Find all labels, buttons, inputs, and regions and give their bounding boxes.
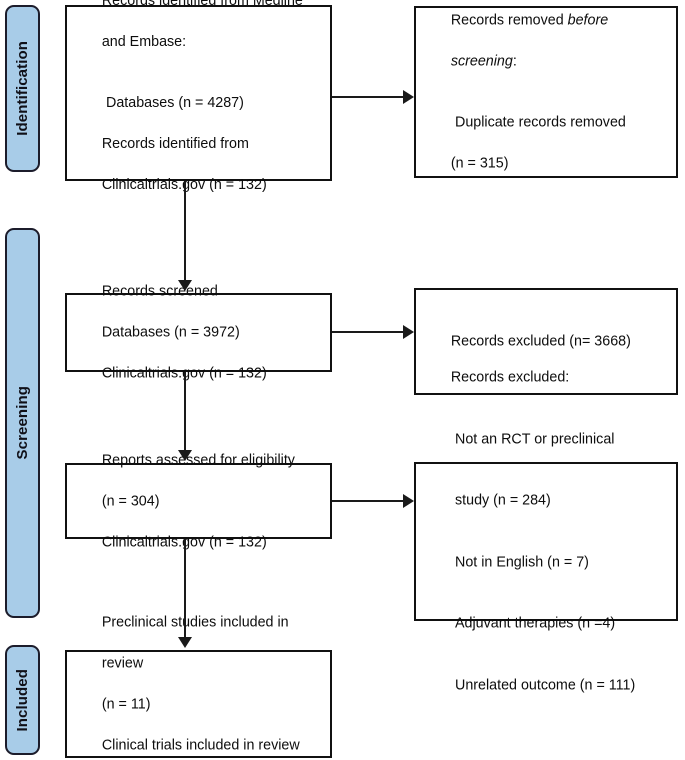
stage-label-included: Included <box>14 668 31 732</box>
connector-screened-to-excluded-arrow <box>403 325 414 339</box>
records-removed-line4: (n = 315) <box>450 155 509 172</box>
studies-included-line3: (n = 11) <box>101 695 151 712</box>
records-excluded-eligibility-line6: Unrelated outcome (n = 111) <box>455 676 636 693</box>
box-records-removed: Records removed before screening: Duplic… <box>414 6 678 178</box>
records-identified-line3: Databases (n = 4287) <box>106 95 244 111</box>
box-records-excluded-screening-text: Records excluded (n= 3668) <box>427 311 670 373</box>
box-reports-assessed: Reports assessed for eligibility (n = 30… <box>65 452 332 550</box>
stage-label-identification: Identification <box>14 41 31 136</box>
records-removed-line2a: screening <box>450 53 513 69</box>
box-records-excluded-eligibility-text: Records excluded: Not an RCT or preclini… <box>427 347 670 737</box>
box-records-identified-text: Records identified from Medline and Emba… <box>78 0 324 216</box>
records-excluded-eligibility-line1: Records excluded: <box>450 369 570 386</box>
box-records-identified: Records identified from Medline and Emba… <box>65 0 332 193</box>
records-excluded-eligibility-line2: Not an RCT or preclinical <box>455 430 615 447</box>
connector-assessed-to-excluded-line <box>332 500 405 502</box>
studies-included-line2: review <box>101 654 144 671</box>
connector-identified-to-removed-line <box>332 96 405 98</box>
connector-assessed-to-included-line <box>184 539 186 638</box>
box-studies-included-text: Preclinical studies included in review (… <box>78 591 324 760</box>
box-reports-assessed-text: Reports assessed for eligibility (n = 30… <box>78 429 324 573</box>
records-removed-line3: Duplicate records removed <box>455 114 626 131</box>
reports-assessed-line3: Clinicaltrials.gov (n = 132) <box>101 533 267 550</box>
box-records-screened-text: Records screened Databases (n = 3972) Cl… <box>78 261 324 405</box>
records-identified-line5: Clinicaltrials.gov (n = 132) <box>101 177 267 193</box>
box-records-screened: Records screened Databases (n = 3972) Cl… <box>65 283 332 381</box>
connector-assessed-to-included-arrow <box>178 637 192 648</box>
records-screened-line3: Clinicaltrials.gov (n = 132) <box>101 365 267 382</box>
connector-identified-to-screened-line <box>184 181 186 282</box>
reports-assessed-line1: Reports assessed for eligibility <box>101 451 295 468</box>
records-removed-line1b: before <box>567 12 609 28</box>
records-removed-line1a: Records removed <box>450 12 568 28</box>
records-identified-line4: Records identified from <box>101 136 249 152</box>
studies-included-line4: Clinical trials included in review <box>101 736 300 753</box>
records-removed-line2b: : <box>512 53 517 69</box>
stage-bar-identification: Identification <box>5 5 40 172</box>
records-screened-line1: Records screened <box>101 283 218 300</box>
box-records-excluded-eligibility: Records excluded: Not an RCT or preclini… <box>414 369 678 693</box>
connector-assessed-to-excluded-arrow <box>403 494 414 508</box>
box-studies-included: Preclinical studies included in review (… <box>65 614 332 758</box>
stage-bar-included: Included <box>5 645 40 755</box>
records-screened-line2: Databases (n = 3972) <box>101 324 240 341</box>
connector-screened-to-excluded-line <box>332 331 405 333</box>
connector-identified-to-removed-arrow <box>403 90 414 104</box>
connector-screened-to-assessed-line <box>184 372 186 451</box>
box-records-excluded-screening: Records excluded (n= 3668) <box>414 288 678 395</box>
records-excluded-eligibility-line4: Not in English (n = 7) <box>455 553 589 570</box>
records-identified-line2: and Embase: <box>101 33 187 50</box>
records-excluded-eligibility-line5: Adjuvant therapies (n =4) <box>455 615 616 632</box>
reports-assessed-line2: (n = 304) <box>101 492 160 509</box>
stage-label-screening: Screening <box>14 386 31 460</box>
records-excluded-screening-line1: Records excluded (n= 3668) <box>450 333 631 350</box>
records-identified-line1: Records identified from Medline <box>101 0 303 9</box>
stage-bar-screening: Screening <box>5 228 40 618</box>
connector-identified-to-screened-arrow <box>178 280 192 291</box>
records-excluded-eligibility-line3: study (n = 284) <box>455 492 551 509</box>
box-records-removed-text: Records removed before screening: Duplic… <box>427 0 670 195</box>
connector-screened-to-assessed-arrow <box>178 450 192 461</box>
studies-included-line1: Preclinical studies included in <box>101 613 289 630</box>
